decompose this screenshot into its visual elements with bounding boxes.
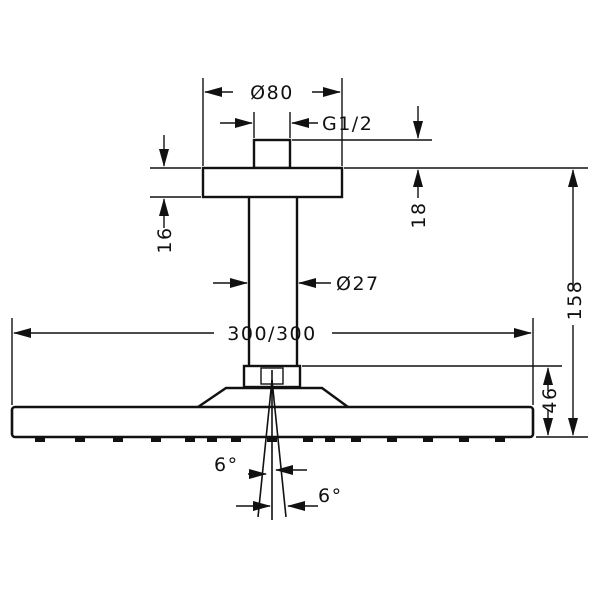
dim-total-height: 158	[536, 169, 588, 438]
dim-flange-diameter: Ø80	[202, 78, 343, 166]
nozzle	[231, 437, 241, 442]
dim-angle-right: 6°	[236, 485, 343, 511]
dim-thread: G1/2	[220, 112, 373, 138]
nozzle	[151, 437, 161, 442]
nozzle	[495, 437, 505, 442]
label-pipe-diameter: Ø27	[336, 273, 380, 295]
label-thread: G1/2	[322, 113, 373, 135]
nozzle	[351, 437, 361, 442]
label-flange-height: 18	[408, 201, 430, 228]
shower-arm-pipe	[247, 197, 299, 366]
nozzle	[185, 437, 195, 442]
label-angle-right: 6°	[318, 485, 343, 507]
dim-head-width: 300/300	[11, 318, 534, 405]
label-angle-left: 6°	[214, 454, 239, 476]
nozzle	[113, 437, 123, 442]
nozzle	[387, 437, 397, 442]
nozzle	[303, 437, 313, 442]
ceiling-flange	[201, 138, 344, 199]
label-head-width: 300/300	[227, 323, 316, 345]
label-head-height: 46	[539, 386, 561, 413]
dim-head-height: 46	[302, 365, 562, 436]
nozzle	[75, 437, 85, 442]
dim-gap-height: 16	[150, 135, 201, 254]
nozzle	[459, 437, 469, 442]
nozzle	[423, 437, 433, 442]
label-total-height: 158	[564, 280, 586, 321]
dim-angle-left: 6°	[214, 454, 307, 479]
nozzle	[325, 437, 335, 442]
dim-flange-height: 18	[292, 106, 588, 229]
spray-angle-lines	[257, 370, 287, 520]
label-flange-diameter: Ø80	[250, 82, 294, 104]
nozzle	[207, 437, 217, 442]
label-gap-height: 16	[154, 226, 176, 253]
nozzle	[35, 437, 45, 442]
dim-pipe-diameter: Ø27	[213, 273, 380, 295]
nozzle-row	[35, 437, 505, 442]
